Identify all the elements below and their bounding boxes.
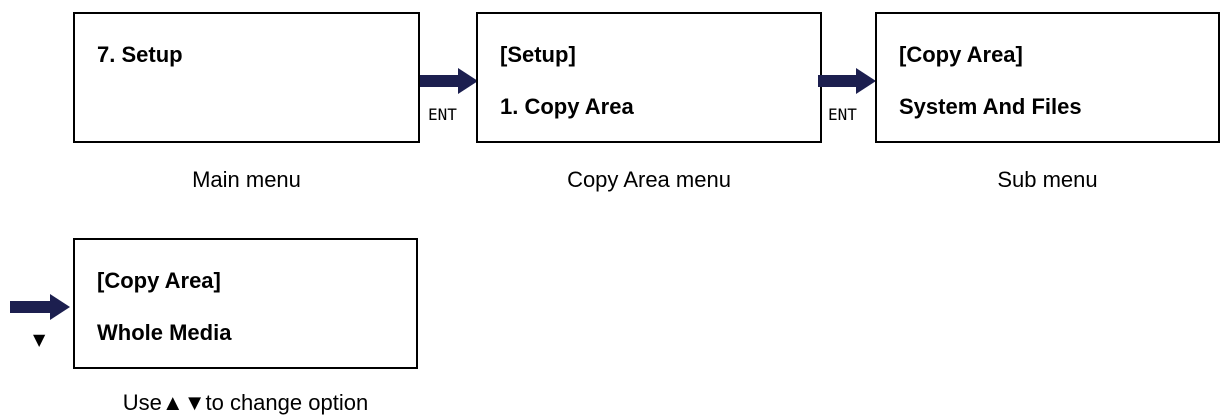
lcd-line-2: Whole Media bbox=[97, 320, 232, 345]
down-triangle-icon: ▼ bbox=[33, 330, 46, 349]
lcd-screen-copy-area-menu: [Setup] 1. Copy Area bbox=[476, 12, 822, 143]
lcd-line-2: System And Files bbox=[899, 94, 1082, 119]
down-triangle-icon: ▼ bbox=[183, 390, 206, 415]
up-triangle-icon: ▲ bbox=[161, 390, 184, 415]
caption-prefix: Use bbox=[122, 390, 162, 415]
lcd-line-1: [Copy Area] bbox=[97, 268, 221, 293]
lcd-screen-main-menu: 7. Setup bbox=[73, 12, 420, 143]
lcd-line-2: 1. Copy Area bbox=[500, 94, 634, 119]
ent-key-label: ENT bbox=[828, 105, 857, 124]
right-arrow-icon bbox=[10, 294, 70, 320]
caption-main-menu: Main menu bbox=[192, 167, 301, 192]
right-arrow-icon bbox=[818, 68, 876, 94]
caption-change-option: Use▲▼to change option bbox=[73, 390, 418, 416]
caption-copy-area-menu: Copy Area menu bbox=[567, 167, 731, 192]
right-arrow-icon bbox=[420, 68, 478, 94]
lcd-line-1: [Copy Area] bbox=[899, 42, 1023, 67]
ent-key-label: ENT bbox=[428, 105, 457, 124]
lcd-screen-sub-menu: [Copy Area] System And Files bbox=[875, 12, 1220, 143]
lcd-line-1: 7. Setup bbox=[97, 42, 183, 67]
caption-sub-menu: Sub menu bbox=[997, 167, 1098, 192]
caption-suffix: to change option bbox=[205, 390, 369, 415]
lcd-line-1: [Setup] bbox=[500, 42, 576, 67]
lcd-screen-option: [Copy Area] Whole Media bbox=[73, 238, 418, 369]
